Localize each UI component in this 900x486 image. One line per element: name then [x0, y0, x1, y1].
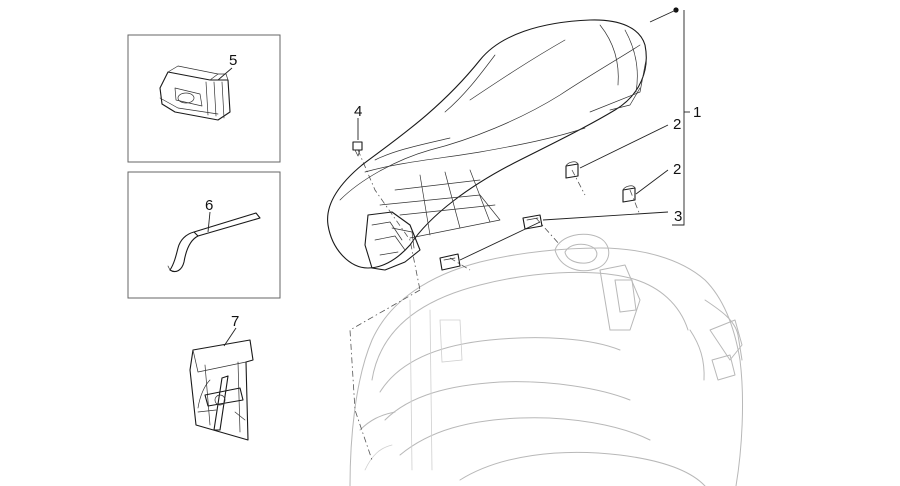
callout-2-upper: 2: [673, 116, 681, 133]
seat-hinge-clip-lower: [439, 253, 461, 271]
callout-5: 5: [229, 52, 237, 69]
seat-hinge-clip-upper: [522, 214, 543, 230]
callout-3: 3: [674, 208, 682, 225]
callout-6: 6: [205, 197, 213, 214]
callout-leaders: [459, 7, 690, 261]
screw-part: [352, 118, 363, 157]
callout-2-lower: 2: [673, 161, 681, 178]
seat-assembly: [327, 19, 647, 271]
helmet-compartment-body: [349, 233, 744, 486]
assembly-centerlines: [349, 149, 641, 461]
callout-labels: 1 2 2 3 4 5 6 7: [205, 52, 701, 330]
inset-box-clip: [127, 34, 281, 163]
inset-box-spanner: [127, 171, 281, 299]
callout-7: 7: [231, 313, 239, 330]
callout-1: 1: [693, 104, 701, 121]
callout-4: 4: [354, 103, 362, 120]
rubber-buffer-upper: [565, 161, 579, 179]
rubber-buffer-lower: [622, 185, 636, 203]
tool-kit-pouch: [189, 327, 254, 441]
